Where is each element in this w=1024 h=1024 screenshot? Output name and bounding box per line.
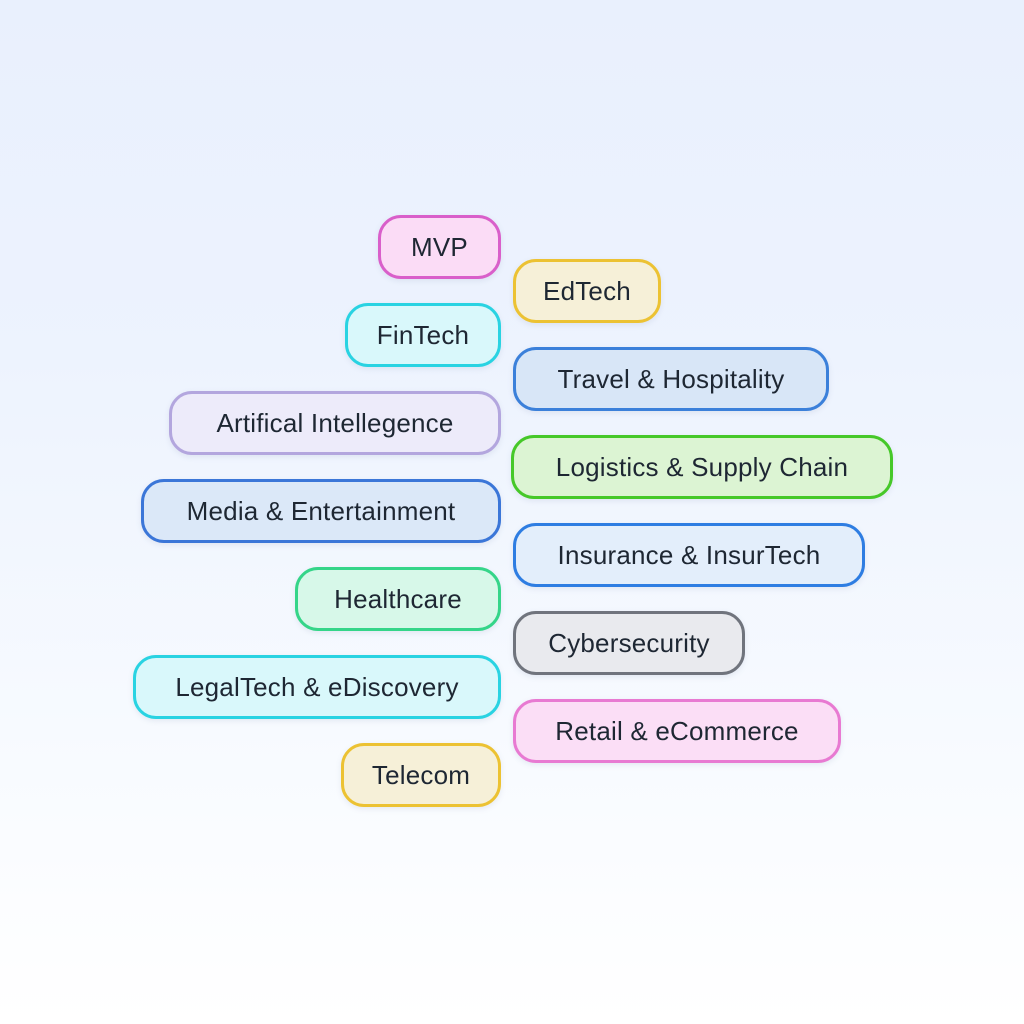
node-artificial-intelligence[interactable]: Artifical Intellegence [169,391,501,455]
node-label: FinTech [376,320,470,350]
node-label: LegalTech & eDiscovery [175,672,459,702]
node-edtech[interactable]: EdTech [513,259,661,323]
node-mvp[interactable]: MVP [378,215,501,279]
node-cybersecurity[interactable]: Cybersecurity [513,611,745,675]
node-label: Cybersecurity [548,628,710,658]
node-label: Media & Entertainment [186,496,456,526]
node-label: Insurance & InsurTech [557,540,821,570]
node-media-entertainment[interactable]: Media & Entertainment [141,479,501,543]
node-fintech[interactable]: FinTech [345,303,501,367]
node-label: Retail & eCommerce [555,716,799,746]
node-telecom[interactable]: Telecom [341,743,501,807]
node-retail-ecommerce[interactable]: Retail & eCommerce [513,699,841,763]
node-label: EdTech [543,276,631,306]
node-legaltech-ediscovery[interactable]: LegalTech & eDiscovery [133,655,501,719]
node-label: Logistics & Supply Chain [555,452,849,482]
node-label: Travel & Hospitality [557,364,785,394]
node-logistics-supply-chain[interactable]: Logistics & Supply Chain [511,435,893,499]
node-label: Telecom [371,760,471,790]
node-insurance-insurtech[interactable]: Insurance & InsurTech [513,523,865,587]
node-label: Artifical Intellegence [216,408,454,438]
node-healthcare[interactable]: Healthcare [295,567,501,631]
node-travel-hospitality[interactable]: Travel & Hospitality [513,347,829,411]
node-label: MVP [411,232,468,262]
node-label: Healthcare [334,584,462,614]
